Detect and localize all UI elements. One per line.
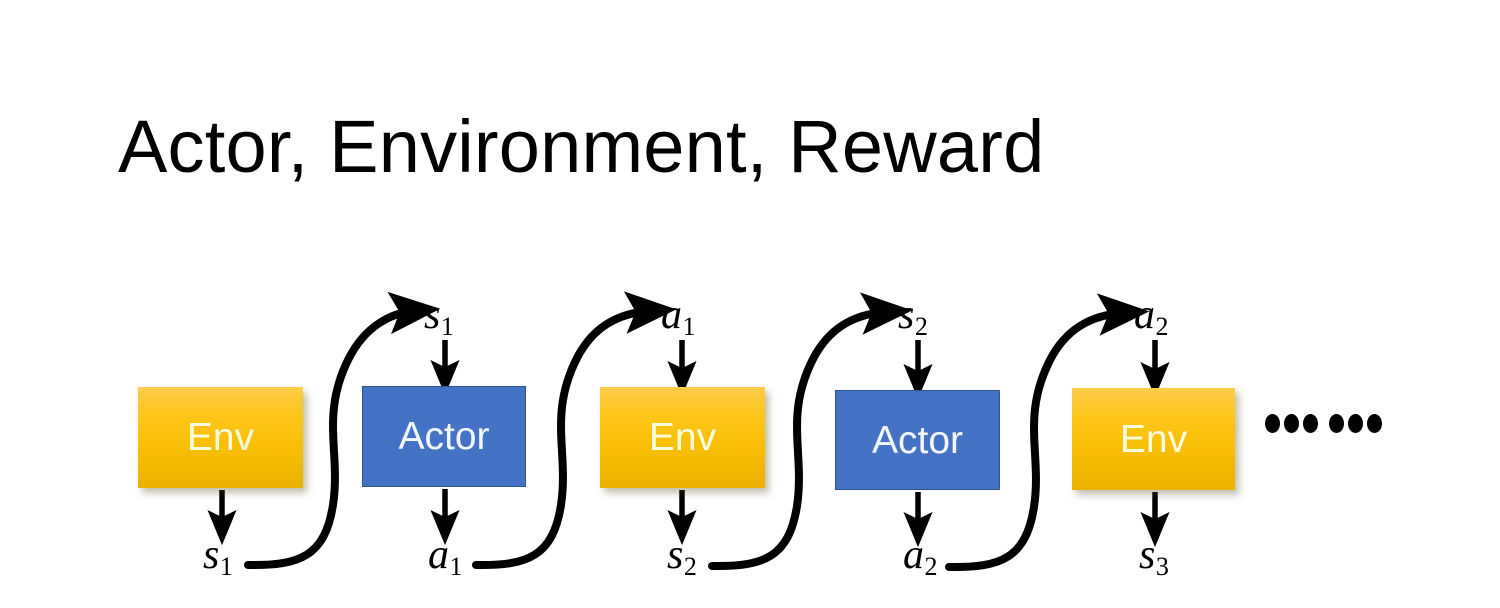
label-top-a2: a2 [1134, 291, 1169, 342]
node-label: Actor [871, 418, 964, 462]
label-top-s2: s2 [898, 291, 928, 342]
symbol-subscript: 2 [1155, 311, 1169, 341]
ellipsis-icon [1265, 414, 1382, 433]
label-bottom-a2: a2 [903, 531, 938, 582]
symbol-subscript: 3 [1155, 551, 1169, 581]
symbol-base: s [1139, 532, 1156, 578]
symbol-base: a [661, 292, 682, 338]
label-bottom-s2: s2 [667, 531, 697, 582]
symbol-base: a [903, 532, 924, 578]
ellipsis-dot [1329, 414, 1344, 433]
node-label: Env [186, 416, 255, 459]
label-bottom-s3: s3 [1139, 531, 1169, 582]
symbol-subscript: 1 [682, 311, 696, 341]
label-bottom-s1: s1 [203, 531, 233, 582]
symbol-base: s [203, 532, 220, 578]
node-label: Actor [398, 415, 490, 458]
node-env-3[interactable]: Env [1072, 388, 1235, 490]
page-title: Actor, Environment, Reward [118, 105, 1045, 188]
label-bottom-a1: a1 [428, 531, 463, 582]
node-actor-2[interactable]: Actor [835, 390, 1000, 490]
node-label: Env [648, 416, 717, 459]
ellipsis-dot [1348, 414, 1363, 433]
symbol-subscript: 1 [449, 551, 463, 581]
ellipsis-dot [1265, 414, 1280, 433]
ellipsis-dot [1367, 414, 1382, 433]
node-actor-1[interactable]: Actor [362, 386, 526, 487]
node-env-2[interactable]: Env [600, 387, 765, 488]
node-env-1[interactable]: Env [138, 387, 303, 488]
symbol-subscript: 2 [914, 311, 928, 341]
label-top-s1: s1 [424, 291, 454, 342]
symbol-subscript: 1 [219, 551, 233, 581]
symbol-base: s [898, 292, 915, 338]
symbol-subscript: 1 [440, 311, 454, 341]
node-label: Env [1119, 417, 1188, 461]
symbol-subscript: 2 [924, 551, 938, 581]
ellipsis-dot [1284, 414, 1299, 433]
symbol-base: s [667, 532, 684, 578]
symbol-base: a [428, 532, 449, 578]
symbol-subscript: 2 [683, 551, 697, 581]
symbol-base: a [1134, 292, 1155, 338]
symbol-base: s [424, 292, 441, 338]
label-top-a1: a1 [661, 291, 696, 342]
ellipsis-dot [1303, 414, 1318, 433]
